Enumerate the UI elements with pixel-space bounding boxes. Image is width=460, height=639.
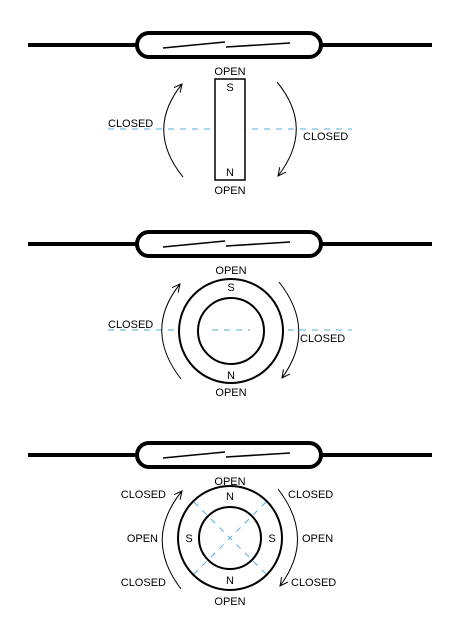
open-bottom-label: OPEN	[214, 596, 245, 608]
open-bottom-label: OPEN	[215, 387, 246, 399]
open-top-label: OPEN	[214, 66, 245, 78]
diagram-four-pole-ring: N N S S OPEN OPEN OPEN OPEN CLOSED CLOSE…	[28, 441, 432, 608]
closed-top-right-label: CLOSED	[288, 489, 333, 501]
diagram-ring-magnet: S N OPEN OPEN CLOSED CLOSED	[28, 230, 432, 399]
bar-magnet	[214, 78, 246, 181]
ring-magnet-inner	[197, 297, 265, 365]
open-top-label: OPEN	[214, 476, 245, 488]
pole-s-label: S	[226, 82, 233, 94]
pole-s-left-label: S	[185, 533, 192, 545]
rotation-arrow-right	[276, 81, 297, 176]
closed-left-label: CLOSED	[108, 118, 153, 130]
closed-left-label: CLOSED	[108, 319, 153, 331]
closed-right-label: CLOSED	[300, 333, 345, 345]
open-right-label: OPEN	[302, 533, 333, 545]
reed-switch-2	[28, 230, 432, 258]
rotation-arrow-left	[163, 84, 184, 178]
reed-switch-1	[28, 31, 432, 59]
rotation-arrow-left	[161, 491, 182, 590]
open-bottom-label: OPEN	[214, 185, 245, 197]
pole-n-label: N	[227, 370, 235, 382]
pole-n-top-label: N	[226, 491, 234, 503]
pole-s-label: S	[227, 282, 234, 294]
diagonal-axes	[193, 501, 267, 575]
diagram-bar-magnet: S N OPEN OPEN CLOSED CLOSED	[28, 31, 432, 197]
pole-n-bottom-label: N	[226, 575, 234, 587]
closed-right-label: CLOSED	[303, 131, 348, 143]
open-top-label: OPEN	[215, 265, 246, 277]
closed-bottom-right-label: CLOSED	[291, 577, 336, 589]
ring-magnet-inner	[198, 506, 262, 570]
pole-n-label: N	[226, 167, 234, 179]
rotation-arrow-right	[277, 488, 298, 586]
closed-bottom-left-label: CLOSED	[121, 577, 166, 589]
open-left-label: OPEN	[127, 533, 158, 545]
pole-s-right-label: S	[268, 533, 275, 545]
rotation-arrow-left	[161, 284, 182, 380]
reed-switch-3	[28, 441, 432, 469]
ring-magnet-outer	[178, 278, 284, 384]
closed-top-left-label: CLOSED	[121, 489, 166, 501]
rotation-arrow-right	[278, 281, 300, 378]
